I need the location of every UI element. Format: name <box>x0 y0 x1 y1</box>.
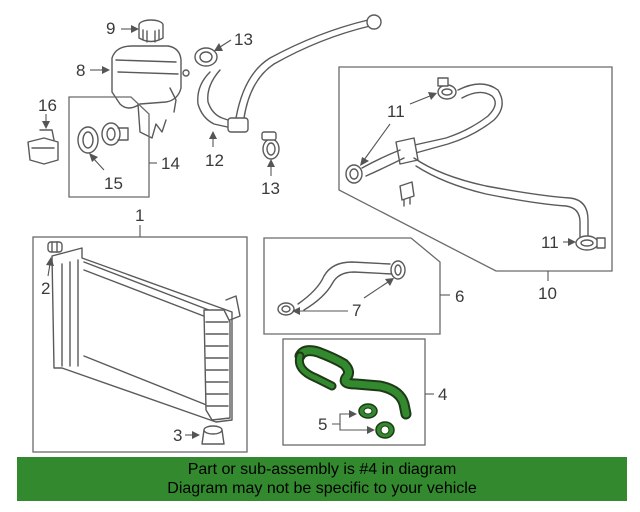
radiator-plug-part-2[interactable] <box>47 241 63 253</box>
callout-5: 5 <box>318 410 375 434</box>
thermostat-housing-part-16[interactable] <box>27 129 59 165</box>
hose-clamp-part-11-left[interactable] <box>345 164 363 184</box>
reservoir-hose-part-12[interactable] <box>197 14 382 133</box>
callout-3: 3 <box>173 426 200 445</box>
svg-text:15: 15 <box>104 174 123 193</box>
coolant-reservoir-part-8[interactable] <box>111 45 190 139</box>
radiator-mount-part-3[interactable] <box>201 425 225 445</box>
svg-text:11: 11 <box>387 102 405 121</box>
hose-clamp-part-11-top[interactable] <box>437 77 457 100</box>
hose-clamp-part-5-lower[interactable] <box>375 421 395 439</box>
callout-13-lower: 13 <box>261 159 280 198</box>
svg-text:13: 13 <box>234 30 253 49</box>
group-box-4: 4 <box>282 338 447 446</box>
callout-11-lower: 11 <box>541 233 576 252</box>
svg-text:3: 3 <box>173 426 182 445</box>
callout-8: 8 <box>76 61 110 80</box>
svg-text:4: 4 <box>438 385 447 404</box>
callout-13-upper: 13 <box>214 30 253 51</box>
reservoir-cap-part-9[interactable] <box>138 19 164 43</box>
group-box-14: 14 <box>68 96 180 198</box>
heater-hose-part-10[interactable] <box>361 83 589 239</box>
callout-15: 15 <box>89 153 123 193</box>
group-box-10: 10 <box>338 66 613 303</box>
gasket-part-15[interactable] <box>77 122 129 154</box>
svg-text:7: 7 <box>352 301 361 320</box>
callout-7: 7 <box>292 278 394 320</box>
svg-text:10: 10 <box>538 284 557 303</box>
svg-text:5: 5 <box>318 415 327 434</box>
callout-16: 16 <box>38 96 57 129</box>
svg-text:1: 1 <box>135 206 144 225</box>
fitment-notice-banner: Part or sub-assembly is #4 in diagram Di… <box>17 457 627 501</box>
hose-clamp-part-13-lower[interactable] <box>261 131 280 160</box>
callout-12: 12 <box>205 131 224 170</box>
hose-clamp-part-11-right[interactable] <box>575 235 606 251</box>
callout-2: 2 <box>41 257 54 298</box>
svg-text:16: 16 <box>38 96 57 115</box>
banner-line-disclaimer: Diagram may not be specific to your vehi… <box>167 480 477 497</box>
svg-text:9: 9 <box>106 19 115 38</box>
svg-text:13: 13 <box>261 179 280 198</box>
callout-9: 9 <box>106 19 139 38</box>
svg-text:11: 11 <box>541 233 559 252</box>
svg-text:8: 8 <box>76 61 85 80</box>
hose-clamp-part-7-left[interactable] <box>277 302 295 316</box>
banner-line-part-notice: Part or sub-assembly is #4 in diagram <box>187 461 457 478</box>
svg-text:6: 6 <box>455 287 464 306</box>
upper-radiator-hose-part-6[interactable] <box>297 261 393 311</box>
callout-1: 1 <box>135 206 144 237</box>
lower-radiator-hose-part-4[interactable] <box>294 345 412 420</box>
hose-clamp-part-13-upper[interactable] <box>194 47 218 67</box>
svg-text:2: 2 <box>41 279 50 298</box>
svg-text:14: 14 <box>161 154 180 173</box>
group-box-1 <box>32 236 248 453</box>
svg-text:12: 12 <box>205 151 224 170</box>
hose-clamp-part-7-right[interactable] <box>390 260 406 280</box>
group-box-6: 6 <box>263 237 464 335</box>
hose-clamp-part-5-upper[interactable] <box>358 403 378 419</box>
radiator-part-1[interactable] <box>51 247 241 423</box>
callout-11-upper: 11 <box>360 92 437 166</box>
